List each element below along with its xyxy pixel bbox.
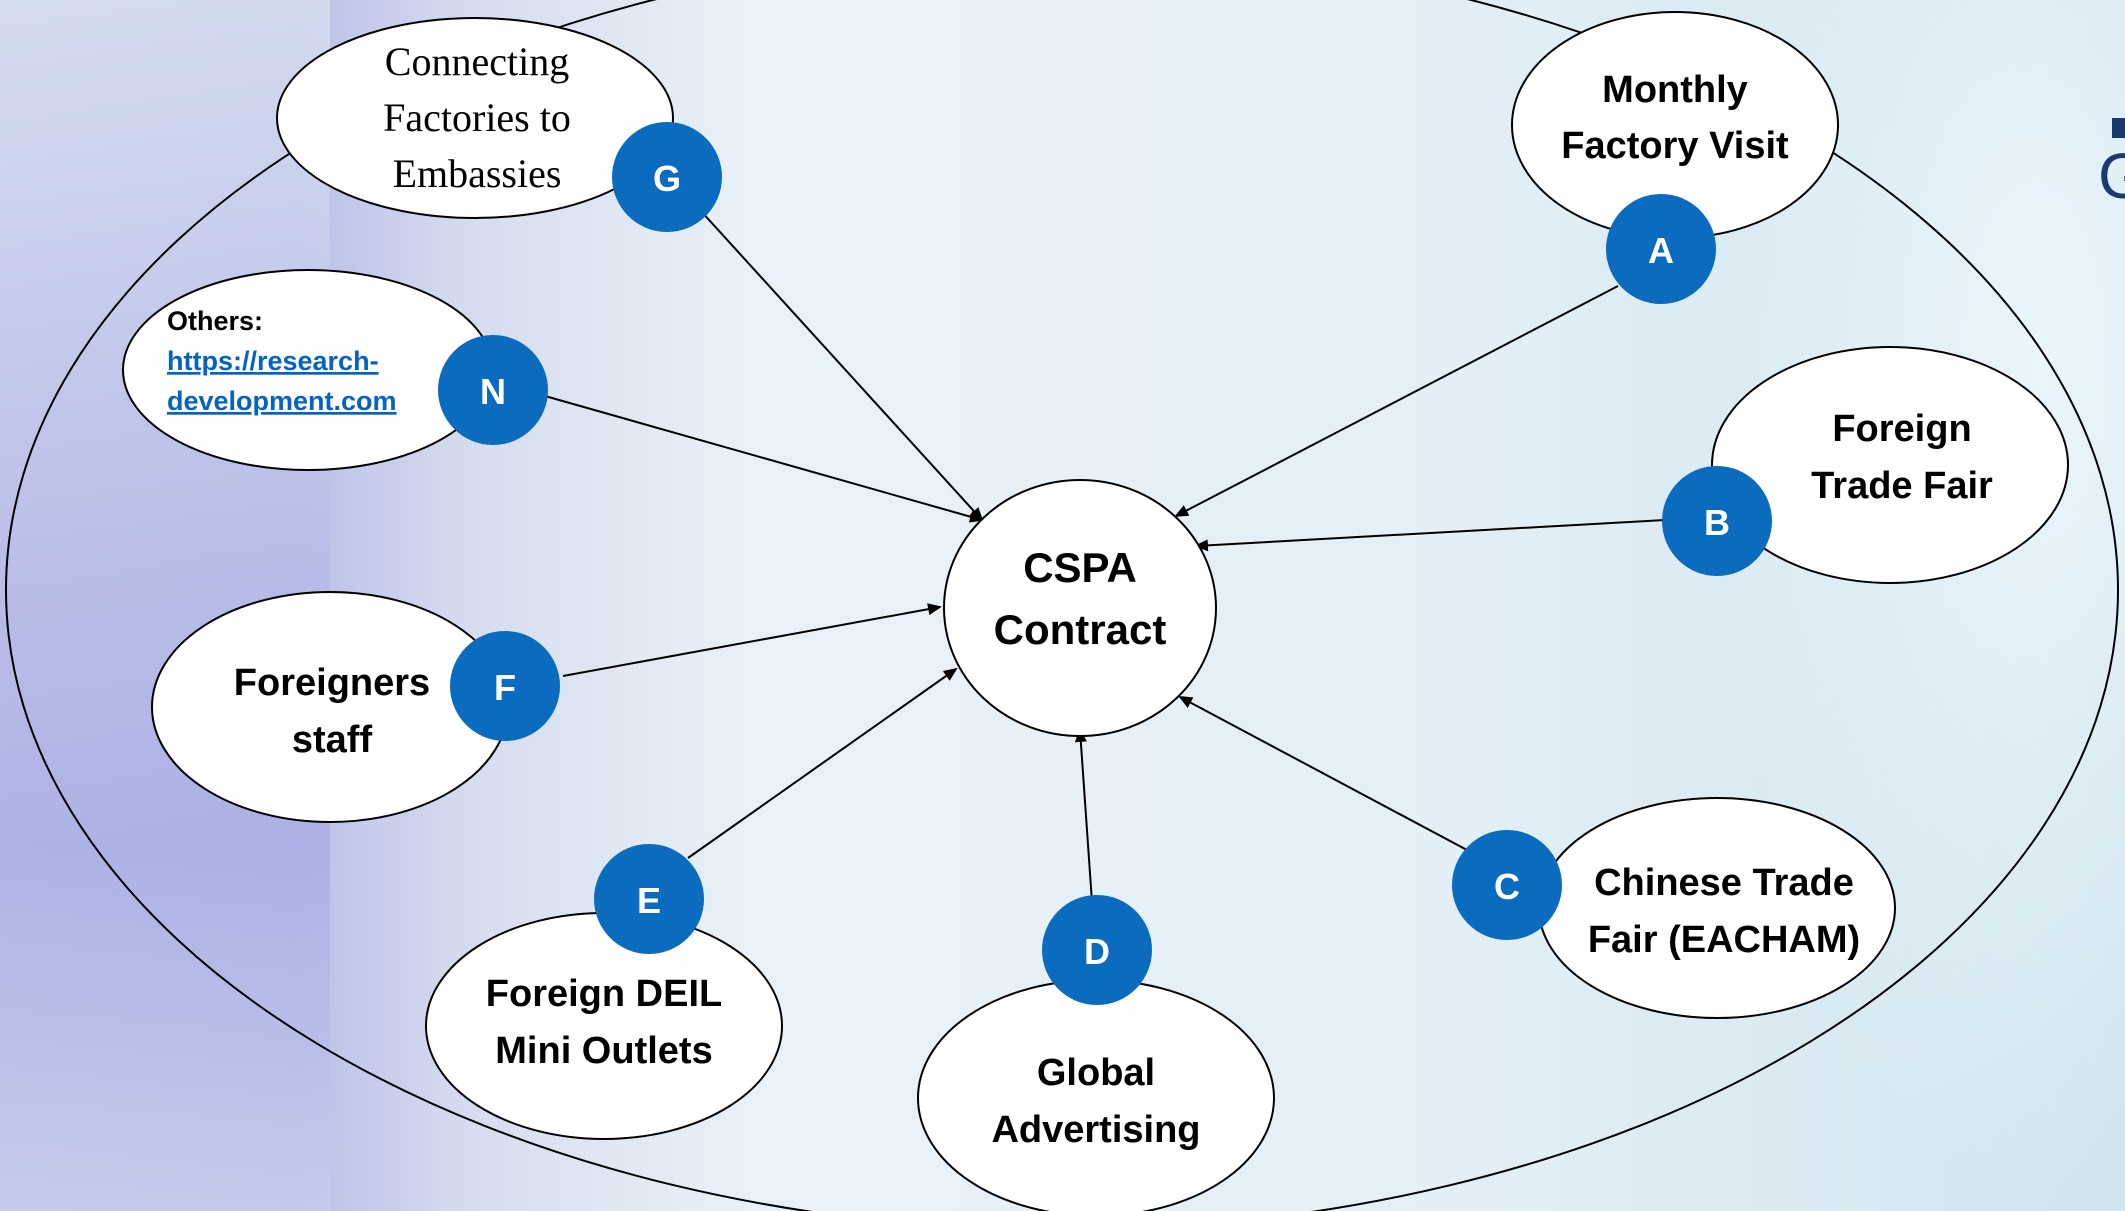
badge-b: B <box>1662 466 1772 576</box>
node-g: Connecting Factories to Embassies <box>276 17 674 219</box>
logo-letter: G <box>2098 140 2125 212</box>
node-e: Foreign DEIL Mini Outlets <box>425 912 783 1140</box>
node-e-line1: Foreign DEIL <box>486 973 722 1015</box>
node-c: Chinese Trade Fair (EACHAM) <box>1538 797 1896 1019</box>
badge-e: E <box>594 844 704 954</box>
svg-text:D: D <box>1084 931 1110 972</box>
node-n-link-line1[interactable]: https://research- <box>167 346 379 376</box>
logo-mark <box>2112 118 2125 138</box>
svg-text:C: C <box>1494 866 1520 907</box>
center-ellipse <box>943 479 1217 737</box>
node-f-line1: Foreigners <box>234 662 430 704</box>
node-b-line2: Trade Fair <box>1811 465 1993 507</box>
svg-text:E: E <box>637 880 661 921</box>
node-f-line2: staff <box>292 719 373 761</box>
node-a-line2: Factory Visit <box>1561 125 1789 167</box>
node-n-link-line2[interactable]: development.com <box>167 386 397 416</box>
node-a: Monthly Factory Visit <box>1511 11 1839 239</box>
node-n: Others: https://research- development.co… <box>122 269 494 471</box>
node-g-line3: Embassies <box>393 151 562 196</box>
badge-f: F <box>450 631 560 741</box>
arrow-a <box>1174 285 1619 517</box>
arrow-f <box>562 603 942 677</box>
node-a-line1: Monthly <box>1602 69 1748 111</box>
badge-g: G <box>612 122 722 232</box>
arrow-d <box>1074 728 1093 903</box>
svg-text:F: F <box>494 667 516 708</box>
node-b: Foreign Trade Fair <box>1711 346 2069 584</box>
svg-text:B: B <box>1704 502 1730 543</box>
svg-text:A: A <box>1648 230 1674 271</box>
node-d-line1: Global <box>1037 1052 1155 1094</box>
svg-text:N: N <box>480 371 506 412</box>
node-g-line1: Connecting <box>385 39 569 84</box>
node-c-line1: Chinese Trade <box>1594 862 1854 904</box>
node-f: Foreigners staff <box>151 591 509 823</box>
center-line1: CSPA <box>1023 544 1137 591</box>
node-e-line2: Mini Outlets <box>495 1030 712 1072</box>
badge-c: C <box>1452 830 1562 940</box>
node-n-title: Others: <box>167 306 263 336</box>
arrow-b <box>1194 519 1666 552</box>
badge-d: D <box>1042 895 1152 1005</box>
badge-n: N <box>438 335 548 445</box>
center-line2: Contract <box>994 606 1167 653</box>
arrow-n <box>544 395 984 523</box>
node-g-line2: Factories to <box>383 95 571 140</box>
node-d: Global Advertising <box>917 979 1275 1211</box>
node-d-line2: Advertising <box>991 1109 1200 1151</box>
badge-a: A <box>1606 194 1716 304</box>
arrow-c <box>1178 696 1468 851</box>
outer-ellipse <box>5 0 2119 1211</box>
arrow-g <box>699 209 984 522</box>
svg-text:G: G <box>653 158 681 199</box>
arrow-e <box>687 667 958 859</box>
arrows <box>544 209 1666 903</box>
node-c-line2: Fair (EACHAM) <box>1588 919 1860 961</box>
node-b-line1: Foreign <box>1832 408 1971 450</box>
